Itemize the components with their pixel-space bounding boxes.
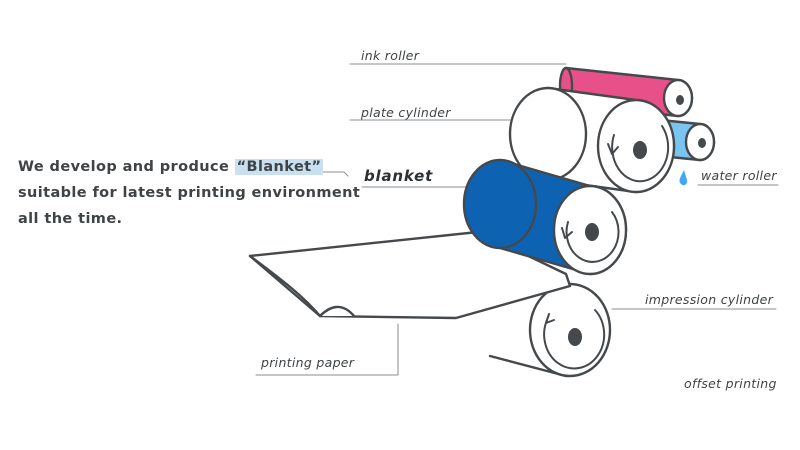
plate-cylinder-label: plate cylinder: [361, 105, 451, 120]
water-roller-label: water roller: [701, 168, 777, 183]
rotation-arrow-icon: [607, 143, 619, 155]
headline-line-2: suitable for latest printing environment: [18, 185, 361, 201]
headline: We develop and produce “Blanket” suitabl…: [18, 154, 361, 232]
water-drop-icon: [679, 170, 688, 186]
printing-paper-leader: [255, 323, 399, 376]
impression-cylinder-label: impression cylinder: [645, 292, 774, 307]
rotation-arrow-icon: [561, 227, 573, 239]
printing-paper-label: printing paper: [261, 355, 355, 370]
ink-roller-label: ink roller: [361, 48, 420, 63]
plate-cylinder: [508, 86, 676, 194]
headline-line-1: We develop and produce “Blanket”: [18, 154, 358, 180]
impression-cylinder: [456, 282, 612, 378]
rotation-arrow-icon: [545, 313, 555, 324]
headline-prefix: We develop and produce: [18, 159, 235, 175]
blanket-cylinder: [462, 158, 628, 276]
offset-printing-label: offset printing: [684, 376, 777, 391]
blanket-label: blanket: [364, 167, 434, 185]
blanket-highlight: “Blanket”: [234, 159, 324, 175]
headline-line-3: all the time.: [18, 211, 123, 227]
